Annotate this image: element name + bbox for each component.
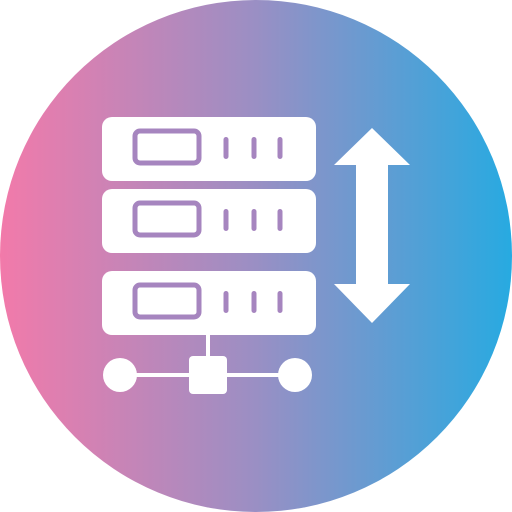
server-indicator-light [223,137,229,159]
network-node-right [278,358,312,392]
network-connector [103,335,312,394]
server-drive-slot [132,128,202,166]
server-indicator-light [223,209,229,231]
network-hub [189,356,227,394]
server-unit [102,271,316,335]
server-rack [102,117,316,335]
server-indicator-light [277,291,283,313]
server-indicator-light [277,209,283,231]
server-indicator-light [277,137,283,159]
server-drive-slot [132,200,202,238]
server-drive-slot [132,282,202,320]
server-indicator-light [223,291,229,313]
server-unit [102,117,316,181]
server-indicator-light [251,137,257,159]
server-indicator-light [251,209,257,231]
network-node-left [103,358,137,392]
vertical-double-arrow-icon [334,128,410,323]
server-unit [102,189,316,253]
server-indicator-light [251,291,257,313]
